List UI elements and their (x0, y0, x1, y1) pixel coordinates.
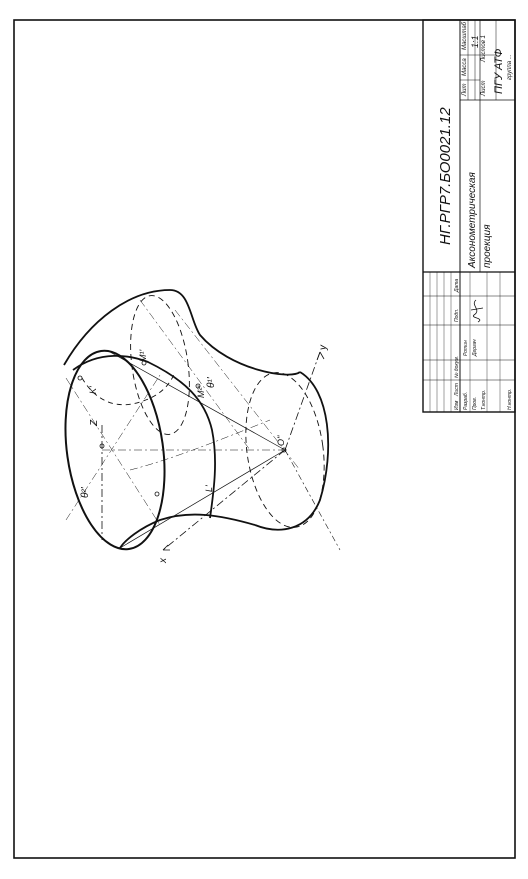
change-header-izm: Изм (454, 400, 460, 410)
intersection-curve (72, 354, 216, 519)
sheet-label: Лист (481, 81, 487, 97)
axis-label-x: x (158, 557, 169, 564)
y-arrow-icon (316, 351, 325, 361)
cone-generator-upper (109, 351, 286, 451)
change-header-doc: № докум. (454, 356, 460, 378)
construction-line-3 (139, 299, 251, 451)
axis-label-z: Z (89, 419, 100, 427)
row-tcontrol-label: Т.контр. (481, 390, 487, 410)
row-ncontrol-label: Н.контр. (507, 389, 513, 410)
header-mass: Масса (462, 58, 468, 76)
intersection-curve-hidden (81, 371, 176, 406)
x-axis (162, 449, 286, 551)
row-developed-name: Ротин (463, 340, 469, 356)
sheets-label: Листов 1 (481, 35, 487, 63)
label-theta1: θ¹' (206, 376, 217, 388)
label-o: O'' (276, 435, 286, 446)
title-block (422, 19, 516, 413)
outer-frame (13, 19, 516, 859)
cone-base-ellipse (64, 349, 166, 551)
construction-line-4 (174, 309, 301, 471)
label-theta2: θ²' (80, 486, 91, 498)
scale-value: 1:1 (470, 35, 480, 48)
surface-outline-bottom (119, 513, 256, 549)
organization: ПГУ АТФ (493, 48, 505, 94)
label-m1: M¹' (138, 350, 148, 362)
hidden-ellipse (245, 372, 325, 528)
document-code: НГ.РГР7.БО0021.12 (437, 107, 454, 245)
construction-arc (129, 419, 271, 471)
y-axis (284, 351, 321, 451)
point-k (77, 375, 83, 381)
signature-icon (470, 299, 484, 323)
axonometric-drawing (63, 289, 341, 551)
point-m1 (141, 360, 147, 366)
header-scale: Масштаб (462, 21, 468, 50)
row-checked-name: Дергач (472, 339, 478, 357)
title-line-1: Аксонометрическая (467, 172, 478, 269)
change-header-date: Дата (454, 279, 460, 293)
point-mid (99, 443, 105, 449)
change-header-list: Лист (454, 383, 460, 397)
label-l: L' (204, 485, 214, 492)
row-checked-label: Пров. (472, 397, 478, 410)
label-k: K' (88, 386, 98, 394)
surface-outline-top (63, 289, 301, 376)
point-m2 (195, 383, 201, 389)
group-label: группа ... (507, 54, 513, 80)
construction-line-2 (65, 374, 161, 521)
surface-outline-right (254, 371, 330, 531)
cone-generator-lower (119, 449, 286, 549)
label-m2: M²' (196, 386, 206, 398)
x-axis-extension (284, 449, 341, 551)
point-o (281, 447, 287, 453)
point-l (154, 491, 160, 497)
row-developed-label: Разраб. (463, 392, 469, 410)
axis-label-y: y (318, 344, 329, 351)
x-arrow-icon (162, 544, 170, 551)
title-block-frame (422, 19, 516, 413)
construction-line-1 (65, 377, 161, 526)
hidden-ellipse-top (130, 295, 190, 435)
change-header-sign: Подп. (454, 309, 460, 322)
header-lit: Лит (462, 84, 468, 97)
title-line-2: проекция (482, 224, 493, 268)
